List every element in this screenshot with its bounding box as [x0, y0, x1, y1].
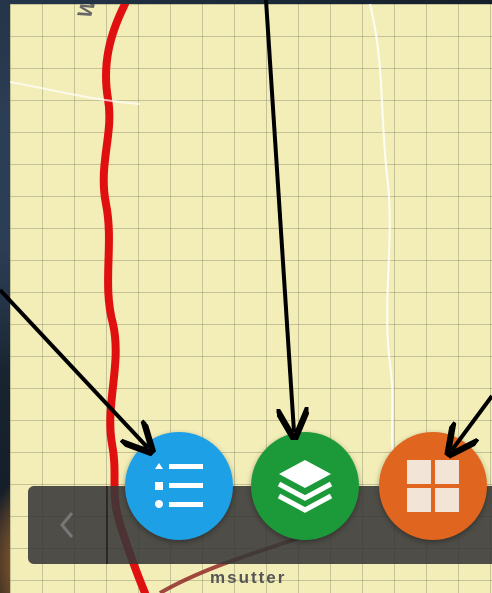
layers-icon	[277, 460, 333, 513]
road-line	[369, 4, 396, 475]
chevron-left-icon	[60, 512, 74, 538]
grid-icon	[407, 460, 459, 512]
road-line-secondary	[10, 81, 141, 105]
list-icon	[155, 463, 203, 508]
legend-button[interactable]	[125, 432, 233, 540]
basemap-gallery-button[interactable]	[379, 432, 487, 540]
layers-button[interactable]	[251, 432, 359, 540]
place-label-bottom: msutter	[210, 568, 287, 587]
toolbar-divider	[106, 486, 108, 564]
collapse-toolbar-button[interactable]	[28, 486, 106, 564]
